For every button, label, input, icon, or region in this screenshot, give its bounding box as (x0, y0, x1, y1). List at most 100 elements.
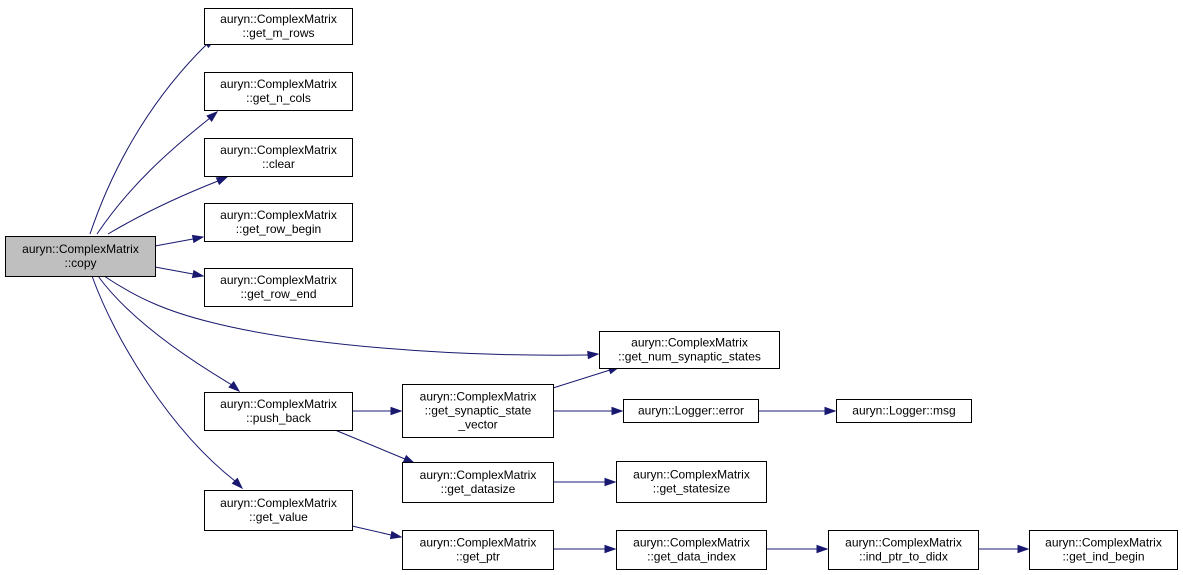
arrowhead-icon (604, 477, 617, 487)
node-box[interactable] (5, 236, 156, 277)
arrowhead-icon (604, 544, 617, 554)
edge-line (351, 525, 392, 536)
node-clear[interactable]: auryn::ComplexMatrix::clear (204, 138, 353, 177)
edge-line (89, 43, 208, 235)
node-box[interactable] (402, 384, 554, 438)
node-label-line: auryn::ComplexMatrix (420, 390, 537, 404)
node-box[interactable] (616, 461, 767, 503)
arrowhead-icon (206, 111, 219, 123)
arrowhead-icon (824, 406, 837, 416)
node-label-line: _vector (457, 418, 497, 432)
node-logger-error[interactable]: auryn::Logger::error (623, 399, 759, 423)
node-get-statesize[interactable]: auryn::ComplexMatrix::get_statesize (616, 461, 767, 503)
node-label-line: ::ind_ptr_to_didx (859, 550, 948, 564)
edge-line (103, 275, 589, 356)
node-box[interactable] (402, 530, 554, 570)
arrowhead-icon (228, 380, 241, 392)
edge-line (97, 275, 233, 386)
node-get-m-rows[interactable]: auryn::ComplexMatrix::get_m_rows (204, 8, 353, 45)
node-label-line: auryn::ComplexMatrix (220, 77, 337, 91)
node-label-line: ::get_m_rows (242, 26, 314, 40)
edge-copy-to-get-n-cols (96, 111, 219, 235)
nodes-layer: auryn::ComplexMatrix::copyauryn::Complex… (5, 8, 1178, 570)
node-label-line: auryn::ComplexMatrix (220, 208, 337, 222)
node-get-ptr[interactable]: auryn::ComplexMatrix::get_ptr (402, 530, 554, 570)
node-get-data-index[interactable]: auryn::ComplexMatrix::get_data_index (616, 530, 767, 570)
node-box[interactable] (599, 331, 780, 369)
node-box[interactable] (204, 8, 353, 45)
node-label-line: auryn::Logger::error (638, 404, 744, 418)
node-box[interactable] (623, 399, 759, 423)
node-label-line: ::get_ptr (456, 550, 500, 564)
arrowhead-icon (191, 269, 205, 279)
node-box[interactable] (204, 490, 353, 531)
node-label-line: auryn::ComplexMatrix (631, 336, 748, 350)
arrowhead-icon (191, 234, 205, 244)
node-label-line: auryn::ComplexMatrix (420, 536, 537, 550)
node-label-line: ::get_n_cols (246, 91, 311, 105)
edge-line (96, 117, 211, 235)
node-push-back[interactable]: auryn::ComplexMatrix::push_back (204, 392, 353, 431)
node-label-line: auryn::ComplexMatrix (1045, 536, 1162, 550)
node-get-n-cols[interactable]: auryn::ComplexMatrix::get_n_cols (204, 72, 353, 111)
node-label-line: ::get_statesize (653, 482, 731, 496)
edge-copy-to-get-row-begin (154, 234, 205, 247)
node-label-line: auryn::ComplexMatrix (220, 496, 337, 510)
edge-copy-to-push-back (97, 275, 241, 392)
edge-get-value-to-get-ptr (351, 525, 403, 540)
edge-line (154, 238, 194, 247)
node-copy[interactable]: auryn::ComplexMatrix::copy (5, 236, 156, 277)
node-box[interactable] (836, 399, 972, 423)
node-box[interactable] (204, 72, 353, 111)
node-get-row-begin[interactable]: auryn::ComplexMatrix::get_row_begin (204, 203, 353, 242)
node-label-line: auryn::ComplexMatrix (845, 536, 962, 550)
node-get-value[interactable]: auryn::ComplexMatrix::get_value (204, 490, 353, 531)
node-box[interactable] (402, 462, 554, 503)
node-label-line: auryn::ComplexMatrix (220, 12, 337, 26)
node-logger-msg[interactable]: auryn::Logger::msg (836, 399, 972, 423)
node-box[interactable] (204, 138, 353, 177)
node-box[interactable] (204, 268, 353, 307)
node-label-line: auryn::ComplexMatrix (220, 397, 337, 411)
node-label-line: auryn::ComplexMatrix (633, 536, 750, 550)
node-box[interactable] (828, 530, 979, 570)
edge-get-synaptic-state-vector-to-get-num-synaptic-states (552, 366, 621, 389)
arrowhead-icon (402, 454, 416, 464)
node-box[interactable] (616, 530, 767, 570)
arrowhead-icon (390, 406, 403, 416)
node-box[interactable] (1029, 530, 1178, 570)
node-box[interactable] (204, 392, 353, 431)
node-label-line: ::get_row_end (240, 287, 316, 301)
node-box[interactable] (204, 203, 353, 242)
node-label-line: ::get_value (249, 510, 308, 524)
node-get-num-synaptic-states[interactable]: auryn::ComplexMatrix::get_num_synaptic_s… (599, 331, 780, 369)
arrowhead-icon (215, 176, 229, 186)
node-label-line: ::get_datasize (441, 482, 516, 496)
edge-copy-to-get-row-end (154, 266, 205, 279)
edge-get-ptr-to-get-data-index (553, 544, 617, 554)
node-get-row-end[interactable]: auryn::ComplexMatrix::get_row_end (204, 268, 353, 307)
arrowhead-icon (611, 406, 624, 416)
edge-line (107, 180, 219, 235)
node-get-ind-begin[interactable]: auryn::ComplexMatrix::get_ind_begin (1029, 530, 1178, 570)
edge-get-data-index-to-ind-ptr-to-didx (766, 544, 829, 554)
edge-get-synaptic-state-vector-to-logger-error (553, 406, 624, 416)
edge-copy-to-get-value (91, 275, 244, 490)
arrowhead-icon (231, 477, 244, 490)
node-get-datasize[interactable]: auryn::ComplexMatrix::get_datasize (402, 462, 554, 503)
node-get-synaptic-state-vector[interactable]: auryn::ComplexMatrix::get_synaptic_state… (402, 384, 554, 438)
arrowhead-icon (816, 544, 829, 554)
edge-push-back-to-get-datasize (334, 429, 416, 464)
node-ind-ptr-to-didx[interactable]: auryn::ComplexMatrix::ind_ptr_to_didx (828, 530, 979, 570)
edge-copy-to-get-num-synaptic-states (103, 275, 600, 360)
node-label-line: auryn::Logger::msg (852, 404, 955, 418)
edge-line (154, 266, 194, 275)
edge-get-datasize-to-get-statesize (553, 477, 617, 487)
node-label-line: ::get_ind_begin (1062, 550, 1144, 564)
arrowhead-icon (1017, 544, 1030, 554)
node-label-line: auryn::ComplexMatrix (220, 143, 337, 157)
node-label-line: ::get_data_index (647, 550, 736, 564)
edge-line (334, 429, 406, 460)
node-label-line: ::clear (262, 157, 295, 171)
